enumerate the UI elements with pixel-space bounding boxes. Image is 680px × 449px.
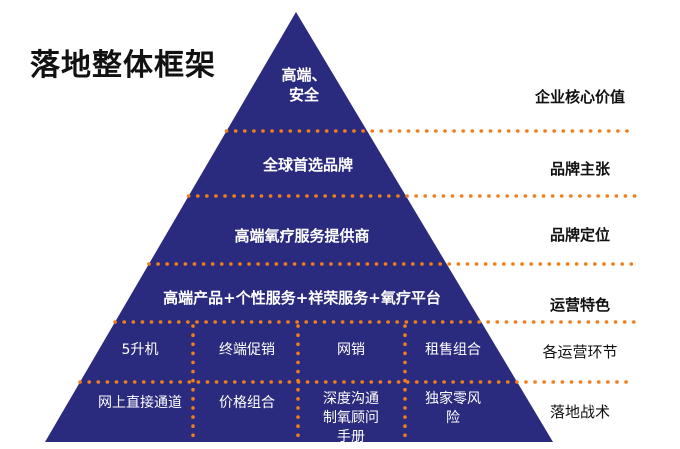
tier-brand-claim-text: 全球首选品牌 bbox=[262, 156, 353, 174]
pyramid-shape bbox=[45, 12, 553, 442]
cell-r1-c2: 终端促销 bbox=[219, 342, 275, 358]
cell-r2-c4-line-1: 独家零风 bbox=[425, 390, 481, 407]
tier-label-brand-claim: 品牌主张 bbox=[549, 160, 610, 178]
tier-label-core-value: 企业核心价值 bbox=[534, 88, 625, 106]
tier-core-value-text-line-1: 高端、 bbox=[281, 66, 326, 84]
cell-r1-c1: 5升机 bbox=[122, 342, 159, 358]
cell-r1-c3: 网销 bbox=[337, 342, 365, 358]
cell-r1-c4: 租售组合 bbox=[425, 342, 481, 358]
cell-r2-c3-line-1: 深度沟通 bbox=[323, 391, 379, 407]
cell-r2-c3-line-2: 制氧顾问 bbox=[323, 410, 379, 426]
tier-label-ops-feature: 运营特色 bbox=[549, 296, 610, 314]
tier-core-value-text-line-2: 安全 bbox=[289, 86, 320, 104]
tier-label-brand-position: 品牌定位 bbox=[549, 226, 610, 244]
cell-r2-c4-line-2: 险 bbox=[446, 410, 460, 426]
page-title: 落地整体框架 bbox=[30, 48, 216, 83]
cell-r2-c3-line-3: 手册 bbox=[337, 429, 365, 445]
tier-ops-feature-text: 高端产品+个性服务+祥荣服务+氧疗平台 bbox=[163, 289, 441, 307]
cell-r2-c2: 价格组合 bbox=[219, 395, 275, 411]
row-label-tactics: 落地战术 bbox=[549, 403, 610, 421]
row-label-ops-stages: 各运营环节 bbox=[542, 343, 618, 361]
cell-r2-c1: 网上直接通道 bbox=[98, 394, 182, 411]
tier-brand-position-text: 高端氧疗服务提供商 bbox=[234, 227, 369, 245]
